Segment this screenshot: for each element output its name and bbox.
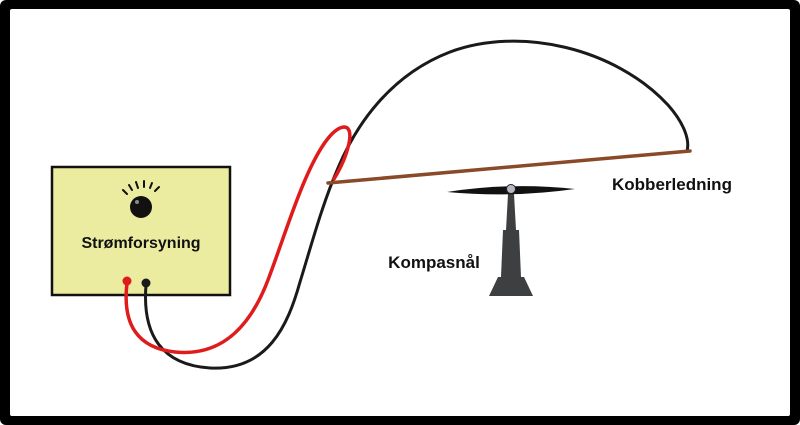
compass-label: Kompasnål [388,253,480,272]
terminal-black-icon [141,278,151,288]
knob-icon [130,196,152,218]
compass-pivot-icon [506,184,516,194]
power-supply-label: Strømforsyning [81,235,200,252]
copper-wire-label: Kobberledning [612,175,732,194]
black-wire [144,39,690,370]
knob-ticks-icon [122,180,160,195]
background [10,9,790,416]
terminal-red-icon [122,276,132,286]
power-supply-box [50,165,232,297]
copper-wire [326,149,692,185]
compass-stand [489,194,533,296]
knob-indicator-icon [135,200,139,204]
red-wire [124,125,352,355]
